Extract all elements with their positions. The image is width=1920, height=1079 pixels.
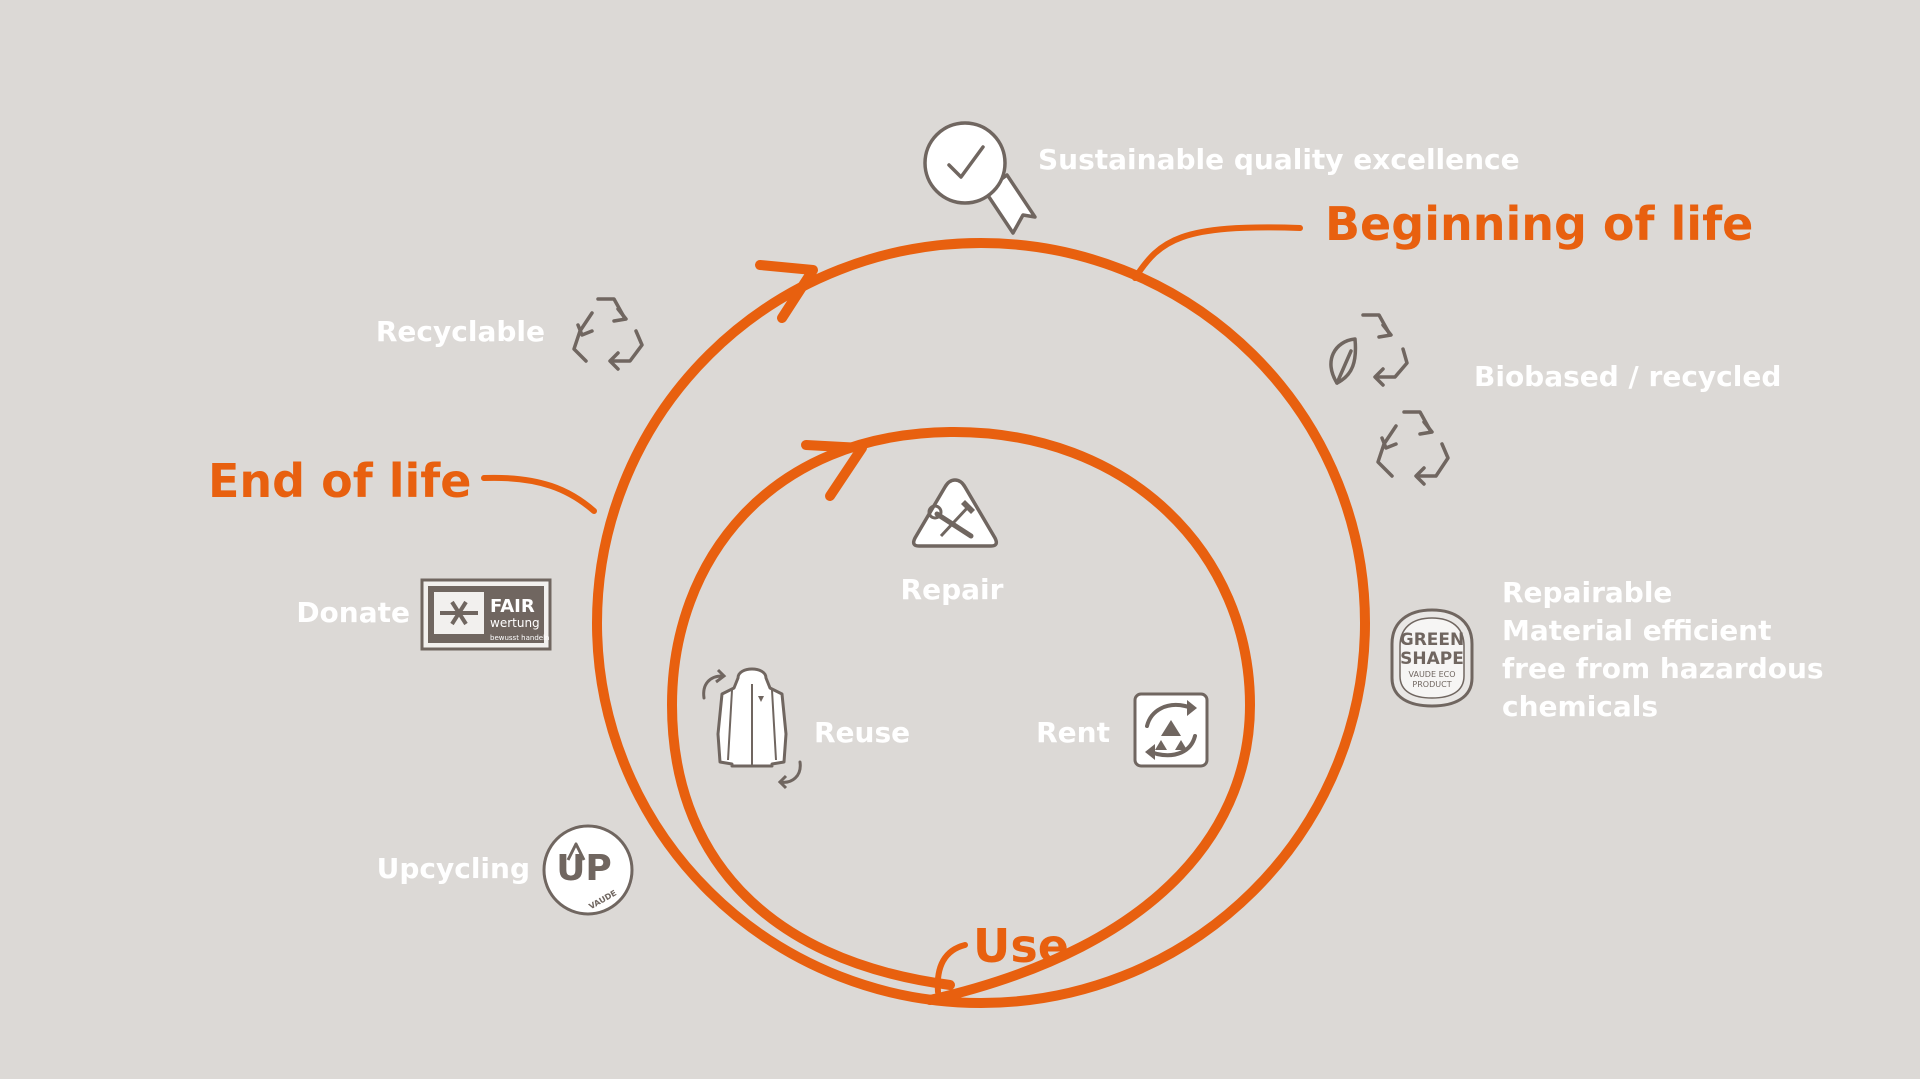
green-shape-benefit-4: chemicals bbox=[1502, 690, 1658, 723]
green-shape-logo: GREEN SHAPE VAUDE ECO PRODUCT bbox=[1390, 608, 1474, 708]
recycle-icon-2 bbox=[1376, 410, 1450, 486]
use-leader-line bbox=[934, 942, 968, 995]
use-label: Use bbox=[973, 919, 1069, 973]
jacket-reuse-icon bbox=[702, 667, 802, 790]
outer-cycle-circle bbox=[592, 238, 1370, 1008]
beginning-of-life-label: Beginning of life bbox=[1325, 197, 1753, 251]
up-logo-text: UP bbox=[556, 848, 612, 889]
rent-label: Rent bbox=[1036, 716, 1110, 749]
repair-tools-icon bbox=[911, 478, 999, 548]
end-of-life-label: End of life bbox=[208, 454, 472, 508]
inner-cycle-loop bbox=[666, 426, 1256, 1005]
recycle-icon bbox=[572, 297, 644, 371]
quality-badge-icon bbox=[923, 121, 1037, 235]
repair-label: Repair bbox=[901, 573, 1004, 606]
recyclable-label: Recyclable bbox=[376, 315, 545, 348]
outer-cycle-arrowhead bbox=[755, 260, 818, 323]
up-vaude-logo: UP VAUDE bbox=[542, 824, 634, 916]
reuse-label: Reuse bbox=[814, 716, 910, 749]
donate-label: Donate bbox=[296, 596, 410, 629]
green-shape-benefit-2: Material efficient bbox=[1502, 614, 1772, 647]
leaf-recycle-icon bbox=[1329, 313, 1409, 387]
fair-wertung-logo: FAIR wertung bewusst handeln bbox=[420, 578, 552, 651]
green-shape-benefit-1: Repairable bbox=[1502, 576, 1672, 609]
green-shape-line3: VAUDE ECO bbox=[1409, 670, 1456, 679]
rent-icon bbox=[1133, 692, 1209, 768]
green-shape-line1: GREEN bbox=[1400, 630, 1465, 650]
fair-logo-tagline: bewusst handeln bbox=[490, 634, 549, 642]
beginning-leader-line bbox=[1132, 224, 1303, 281]
upcycling-label: Upcycling bbox=[377, 852, 530, 885]
green-shape-line2: SHAPE bbox=[1400, 649, 1464, 669]
fair-logo-sub: wertung bbox=[490, 616, 540, 630]
sustainable-quality-label: Sustainable quality excellence bbox=[1038, 143, 1520, 176]
green-shape-benefit-3: free from hazardous bbox=[1502, 652, 1824, 685]
inner-cycle-arrowhead bbox=[801, 440, 867, 501]
end-leader-line bbox=[481, 474, 597, 514]
fair-logo-title: FAIR bbox=[490, 596, 535, 617]
biobased-label: Biobased / recycled bbox=[1474, 360, 1781, 393]
green-shape-line4: PRODUCT bbox=[1412, 680, 1451, 689]
